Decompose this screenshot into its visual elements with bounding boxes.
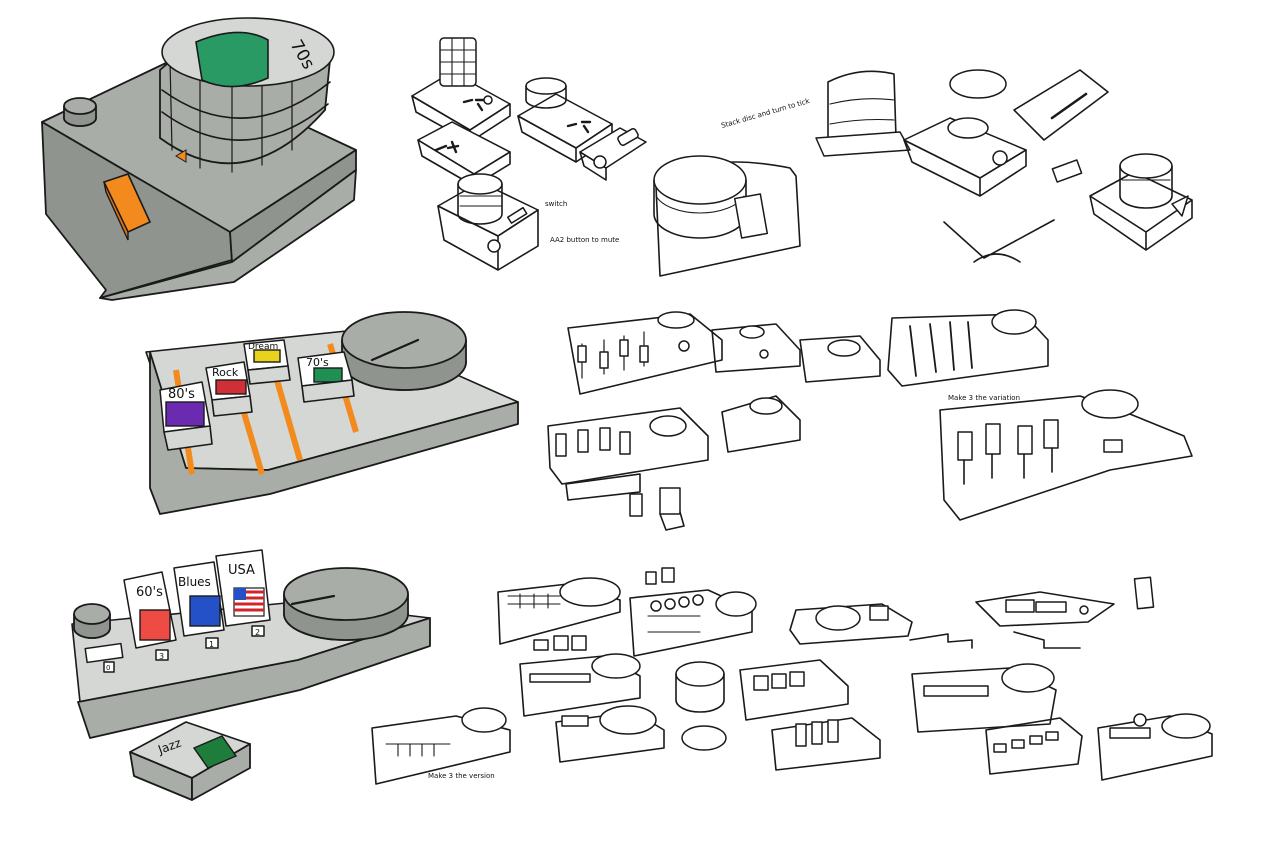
cartridge-label-usa: USA [228,563,255,578]
card-label-dream: Dream [248,342,278,352]
slider-board-sketch: 80's Rock Dream 70's [145,311,519,515]
cartridge-label-blues: Blues [178,575,211,589]
stack-knob-variants: switch AA2 button to mute Stack disc and… [411,37,1193,277]
usa-flag-icon [233,587,265,617]
note-stack-disc: Stack disc and turn to tick [720,97,811,130]
card-label-rock: Rock [212,366,239,379]
display-screen [195,31,269,88]
card-label-70s: 70's [306,356,329,369]
note-make-3: Make 3 the variation [948,394,1020,402]
cartridge-label-60s: 60's [136,585,163,600]
cartridge-board-sketch: 60's Blues USA 3 1 2 0 [71,549,431,801]
slot-number-2: 1 [209,640,214,649]
slider-card-rock: Rock [205,361,253,417]
slider-card-dream: Dream [243,339,291,385]
slot-number-3: 2 [255,628,260,637]
play-arrow-icon [175,149,187,163]
cartridge-usa: USA [215,549,271,627]
slot-number-0: 0 [106,664,110,672]
slider-card-80s: 80's [159,381,213,451]
stacked-disc-device-sketch: 70s [41,17,357,301]
slot-number-1: 3 [159,652,164,661]
volume-knob-icon [63,97,97,115]
cartridge-blues: Blues [173,561,225,637]
slider-card-70s: 70's [297,351,355,403]
cartridge-60s: 60's [123,571,177,649]
note-bottom: Make 3 the version [428,772,495,780]
loose-cartridge-jazz: Jazz [129,721,251,801]
fader-variants: Make 3 the variation [547,309,1193,531]
card-label-80s: 80's [168,387,195,402]
note-switch: switch [545,200,567,208]
small-layout-variants: Make 3 the version [371,567,1213,785]
note-press-to-mute: AA2 button to mute [550,236,619,244]
